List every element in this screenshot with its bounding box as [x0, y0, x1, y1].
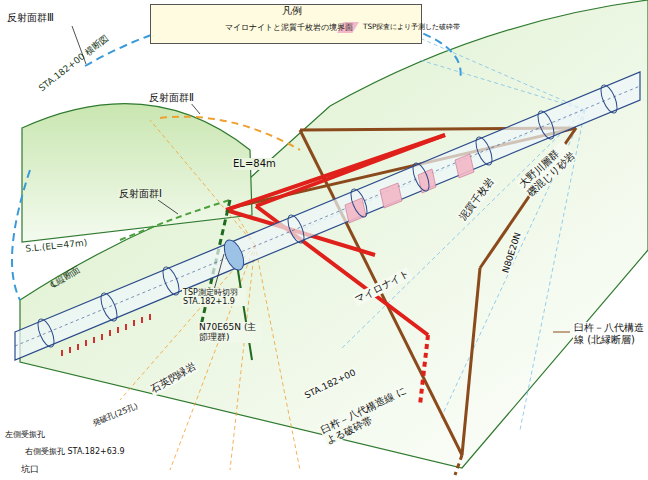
region-label: 反射面群Ⅱ [148, 92, 195, 104]
legend-text: TSP探査により予測した破砕帯 [363, 22, 461, 32]
legend-text: マイロナイトと泥質千枚岩の境界面 [225, 22, 353, 33]
region-label: 右側受振孔 STA.182+63.9 [24, 447, 156, 456]
region-label: STA.182+00 横断図 [36, 32, 111, 94]
region-label: 坑口 [20, 464, 40, 474]
region-label: TSP測定時切羽 STA.182+1.9 [182, 288, 246, 306]
region-label: 反射面群Ⅰ [118, 188, 163, 200]
region-label: N70E65N (主節理群) [198, 322, 262, 343]
region-label: EL=84m [232, 158, 277, 170]
region-label: 凡例 [281, 5, 303, 17]
region-label: 左側受振孔 [4, 430, 46, 439]
region-label: 発破孔(25孔) [90, 401, 140, 428]
region-label: 反射面群Ⅲ [6, 12, 55, 24]
region-label: 臼杵－八代構造線 (北縁断層) [573, 322, 645, 345]
